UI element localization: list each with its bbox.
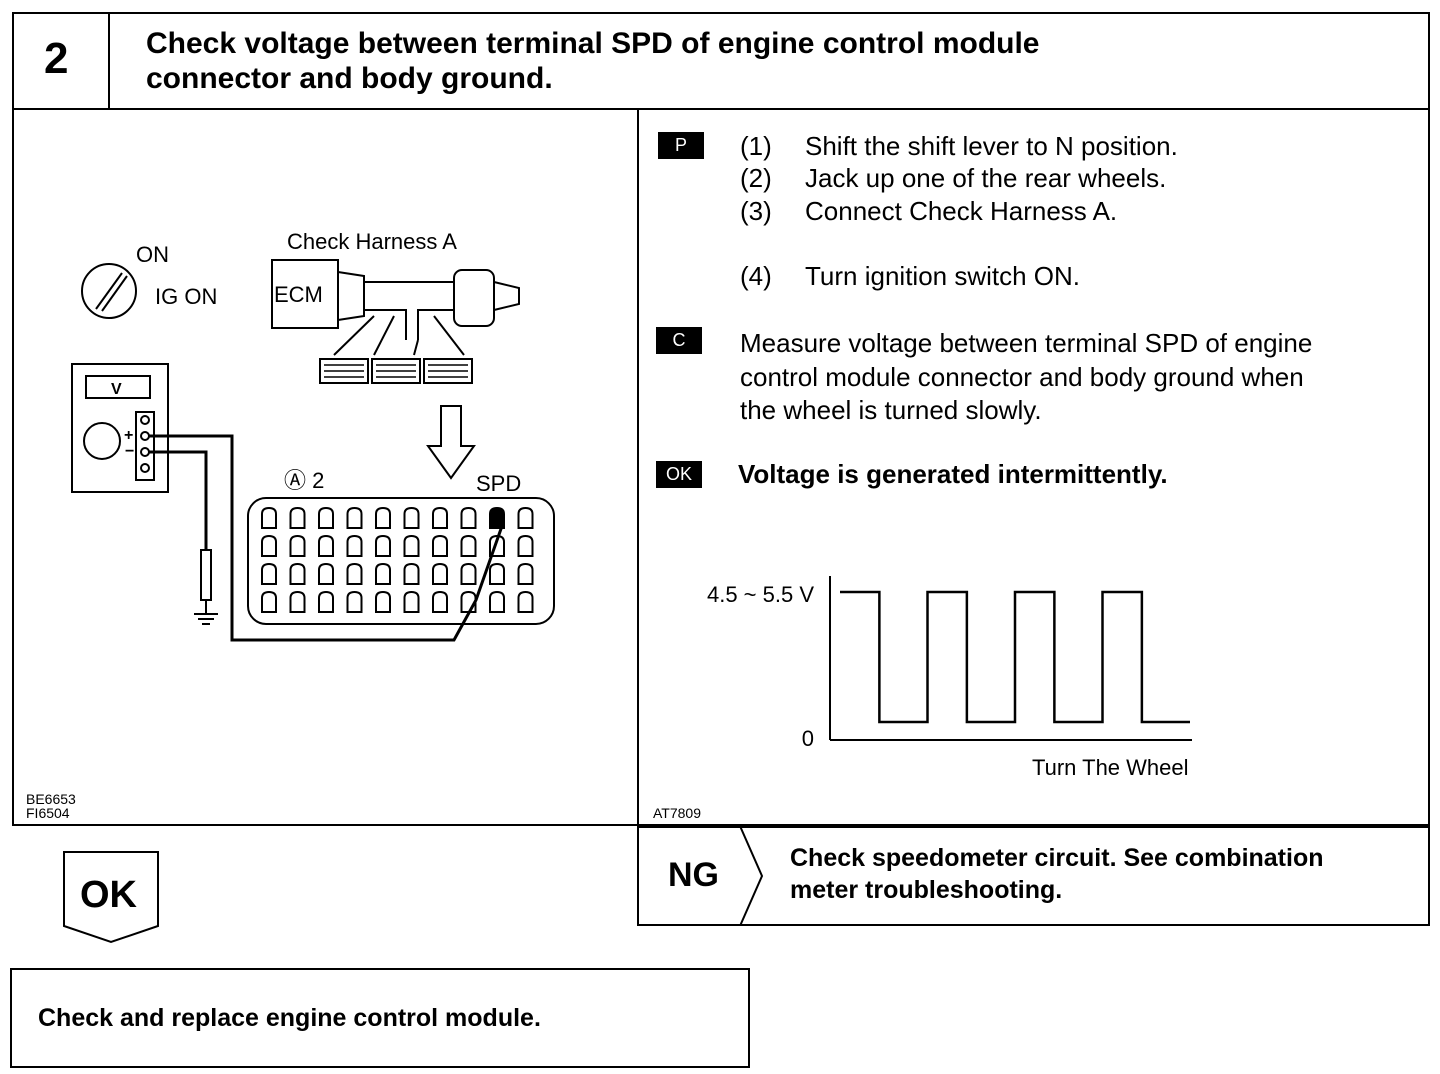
probe-wire-positive bbox=[149, 434, 504, 642]
connector-pin bbox=[460, 590, 477, 613]
harness-connector-plugs bbox=[319, 358, 473, 384]
check-harness-icon bbox=[271, 259, 520, 356]
badge-ok: OK bbox=[656, 461, 702, 488]
figure-code-left-2: FI6504 bbox=[26, 805, 70, 821]
connector-pin bbox=[489, 562, 505, 585]
connector-pin bbox=[432, 506, 448, 529]
label-ecm: ECM bbox=[274, 282, 323, 307]
connector-pin bbox=[261, 534, 277, 557]
y-tick-zero: 0 bbox=[802, 726, 814, 751]
connector-pin bbox=[403, 590, 420, 613]
down-arrow-icon bbox=[426, 405, 476, 480]
step3-text: Connect Check Harness A. bbox=[805, 196, 1118, 226]
measure-line2: control module connector and body ground… bbox=[740, 362, 1304, 392]
ng-chevron bbox=[739, 826, 764, 926]
connector-pin bbox=[517, 534, 534, 557]
label-connector-a: Ⓐ 2 bbox=[284, 468, 324, 493]
connector-pin bbox=[375, 506, 391, 529]
connector-pin bbox=[460, 562, 477, 585]
waveform-line bbox=[840, 590, 1190, 724]
connector-pin bbox=[261, 562, 277, 585]
measure-line3: the wheel is turned slowly. bbox=[740, 395, 1042, 425]
connector-pin bbox=[346, 562, 363, 585]
connector-pin bbox=[289, 534, 306, 557]
connector-pin bbox=[375, 562, 391, 585]
step-title-line2: connector and body ground. bbox=[146, 62, 553, 95]
connector-pin bbox=[432, 562, 448, 585]
connector-pin bbox=[517, 590, 534, 613]
label-ig-on: IG ON bbox=[155, 284, 217, 309]
figure-code-right: AT7809 bbox=[653, 805, 701, 821]
connector-pin bbox=[289, 562, 306, 585]
connector-pin bbox=[318, 590, 334, 613]
step4-num: (4) bbox=[740, 261, 772, 291]
connector-pin bbox=[460, 506, 477, 529]
label-check-harness: Check Harness A bbox=[287, 229, 457, 254]
step3-num: (3) bbox=[740, 196, 772, 226]
connector-pin bbox=[289, 590, 306, 613]
connector-pin bbox=[489, 534, 505, 557]
probe-tip bbox=[200, 549, 212, 601]
connector-pin bbox=[318, 534, 334, 557]
ng-action-line2: meter troubleshooting. bbox=[790, 876, 1063, 904]
connector-pin bbox=[517, 562, 534, 585]
step4-text: Turn ignition switch ON. bbox=[805, 261, 1081, 291]
x-axis-label: Turn The Wheel bbox=[1032, 755, 1189, 780]
ok-arrow-box bbox=[63, 851, 159, 944]
ok-criteria: Voltage is generated intermittently. bbox=[738, 459, 1168, 489]
step1-num: (1) bbox=[740, 131, 772, 161]
ng-label: NG bbox=[668, 856, 719, 894]
connector-pin bbox=[460, 534, 477, 557]
connector-pin bbox=[403, 534, 420, 557]
connector-pin bbox=[403, 562, 420, 585]
step2-text: Jack up one of the rear wheels. bbox=[805, 163, 1167, 193]
connector-pins bbox=[261, 506, 534, 613]
label-spd: SPD bbox=[476, 471, 521, 496]
connector-pin bbox=[517, 506, 534, 529]
connector-pin bbox=[432, 534, 448, 557]
ground-icon bbox=[194, 600, 218, 625]
ng-result-box bbox=[637, 826, 1430, 926]
plus-symbol: + bbox=[124, 427, 133, 444]
figure-panel bbox=[12, 108, 1430, 826]
figure-code-left-1: BE6653 bbox=[26, 791, 76, 807]
connector-pin bbox=[318, 562, 334, 585]
step2-num: (2) bbox=[740, 163, 772, 193]
spd-terminal-pin bbox=[489, 506, 505, 529]
ng-action-line1: Check speedometer circuit. See combinati… bbox=[790, 844, 1324, 872]
step1-text: Shift the shift lever to N position. bbox=[805, 131, 1178, 161]
connector-pin bbox=[261, 590, 277, 613]
probe-wire-negative bbox=[149, 450, 208, 550]
connector-pin bbox=[318, 506, 334, 529]
badge-p: P bbox=[658, 132, 704, 159]
meter-v-label: V bbox=[111, 381, 122, 398]
label-on: ON bbox=[136, 242, 169, 267]
y-tick-high: 4.5 ~ 5.5 V bbox=[707, 582, 814, 607]
connector-pin bbox=[346, 590, 363, 613]
connector-pin bbox=[432, 590, 448, 613]
measure-line1: Measure voltage between terminal SPD of … bbox=[740, 328, 1313, 358]
step-number-divider bbox=[108, 12, 110, 110]
connector-pin bbox=[489, 590, 505, 613]
connector-pin bbox=[261, 506, 277, 529]
ok-action-text: Check and replace engine control module. bbox=[38, 1004, 541, 1032]
badge-c: C bbox=[656, 327, 702, 354]
waveform-chart: 4.5 ~ 5.5 V 0 Turn The Wheel bbox=[707, 576, 1192, 780]
connector-pin bbox=[346, 506, 363, 529]
connector-pin bbox=[346, 534, 363, 557]
ecm-connector bbox=[247, 497, 555, 625]
panel-divider bbox=[637, 108, 639, 826]
connector-pin bbox=[375, 534, 391, 557]
connector-pin bbox=[403, 506, 420, 529]
connector-pin bbox=[375, 590, 391, 613]
step-number: 2 bbox=[44, 34, 69, 83]
step-title-line1: Check voltage between terminal SPD of en… bbox=[146, 27, 1040, 60]
wiring-illustration: ON IG ON Check Harness A ECM V + − bbox=[71, 229, 555, 642]
connector-pin bbox=[289, 506, 306, 529]
ignition-switch-icon bbox=[81, 263, 137, 319]
minus-symbol: − bbox=[125, 443, 134, 460]
ok-action-box bbox=[10, 968, 750, 1068]
ok-label: OK bbox=[80, 874, 137, 916]
voltmeter-icon bbox=[71, 363, 169, 493]
